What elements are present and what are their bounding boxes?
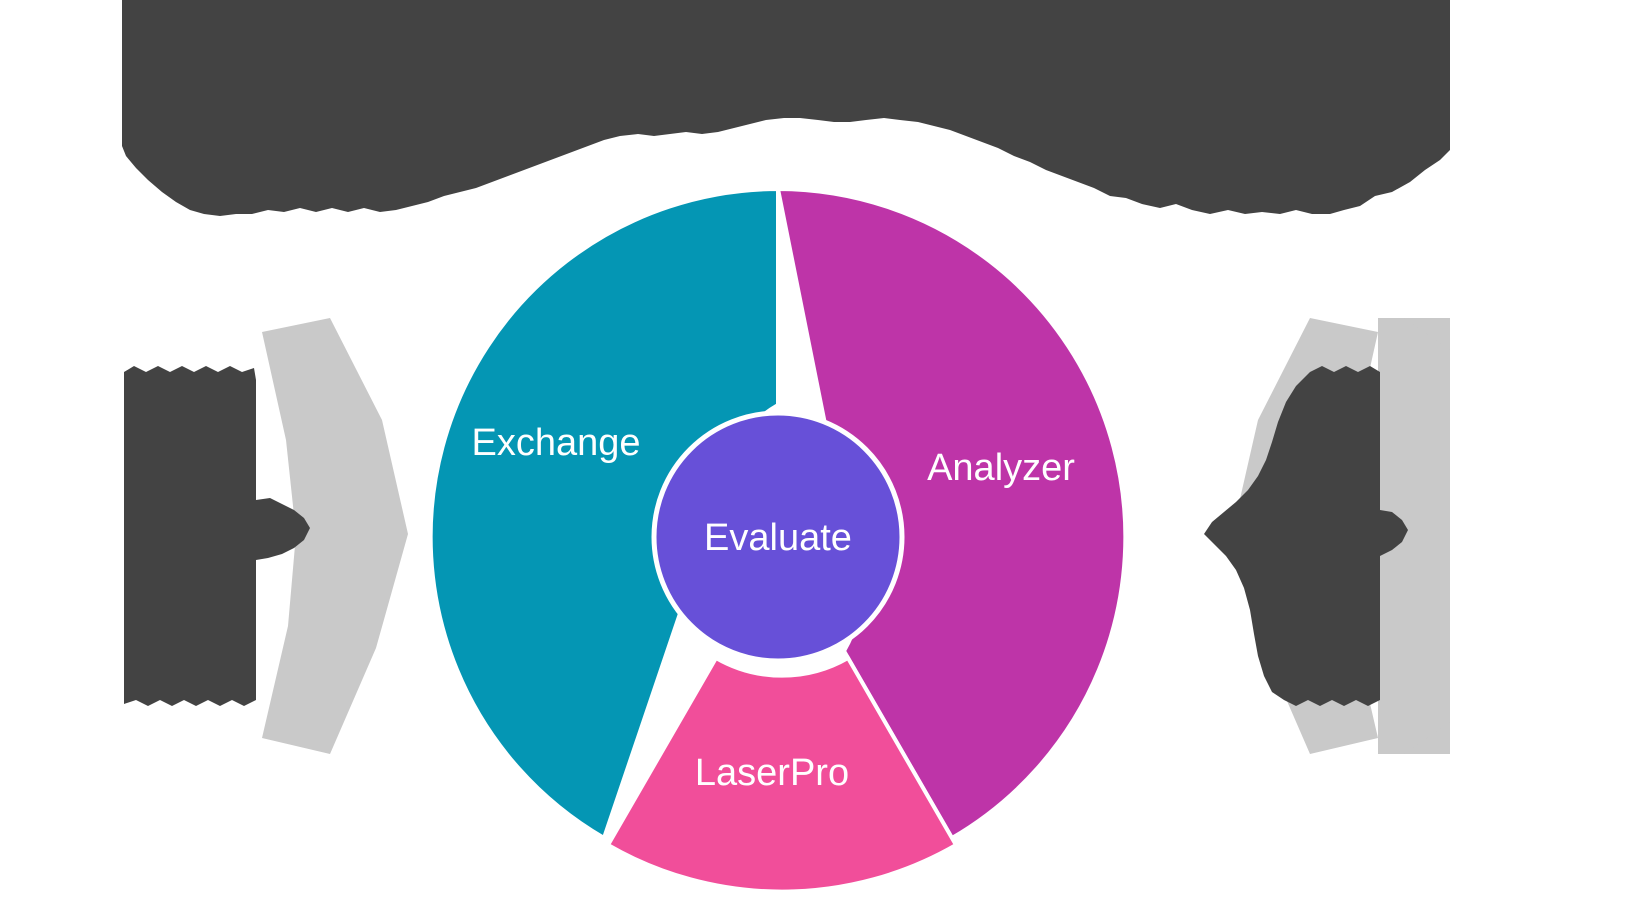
- segment-laserpro[interactable]: [605, 655, 959, 894]
- left-chevron-arrow: [262, 318, 408, 754]
- segment-label-laserpro: LaserPro: [695, 752, 849, 794]
- hub-label: Evaluate: [704, 517, 852, 559]
- redacted-title-bar: [122, 0, 1450, 216]
- hub-circle[interactable]: [651, 410, 905, 664]
- segment-label-exchange: Exchange: [471, 422, 640, 464]
- segment-label-analyzer: Analyzer: [927, 447, 1075, 489]
- right-redacted-text: [1204, 366, 1408, 706]
- left-redacted-text: [124, 366, 310, 706]
